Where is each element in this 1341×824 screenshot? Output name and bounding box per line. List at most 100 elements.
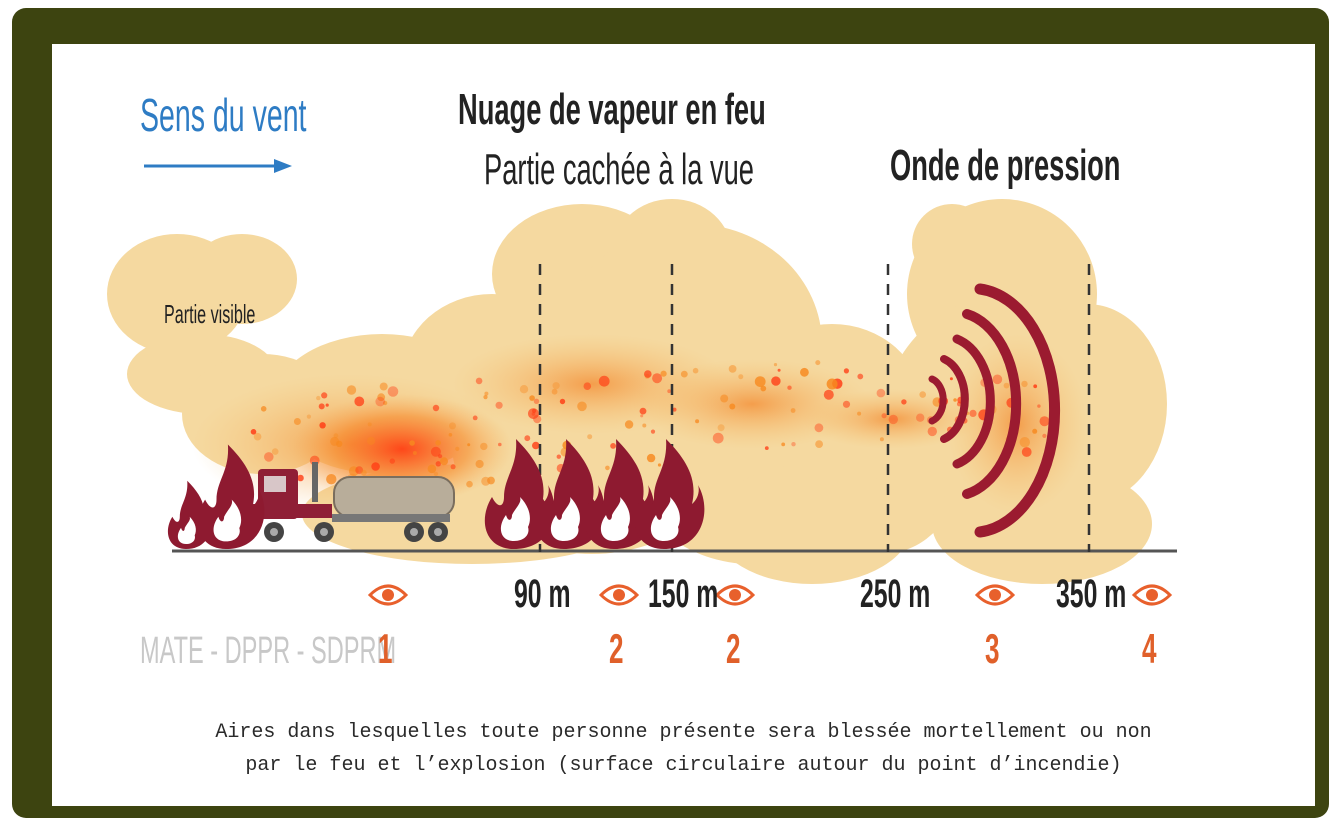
spark bbox=[843, 368, 850, 374]
spark bbox=[367, 436, 376, 445]
spark bbox=[433, 471, 439, 477]
spark bbox=[1037, 404, 1041, 408]
spark bbox=[375, 396, 386, 407]
spark bbox=[842, 400, 851, 408]
spark bbox=[728, 365, 737, 373]
spark bbox=[412, 451, 417, 455]
eye-icon bbox=[1131, 584, 1173, 606]
spark bbox=[660, 370, 667, 377]
spark bbox=[524, 435, 531, 442]
spark bbox=[1039, 416, 1050, 427]
spark bbox=[495, 401, 503, 409]
spark bbox=[271, 448, 279, 455]
spark bbox=[729, 403, 736, 410]
spark bbox=[483, 395, 488, 400]
spark bbox=[646, 453, 656, 463]
distance-350m: 350 m bbox=[1056, 572, 1127, 616]
distance-250m: 250 m bbox=[860, 572, 931, 616]
spark bbox=[360, 469, 367, 476]
spark bbox=[760, 385, 767, 392]
spark bbox=[916, 413, 925, 422]
caption-line-1: Aires dans lesquelles toute personne pré… bbox=[215, 721, 1152, 744]
spark bbox=[330, 436, 340, 446]
zone-number-2a: 2 bbox=[609, 625, 624, 672]
outer-frame: Sens du vent Nuage de vapeur en feu Part… bbox=[12, 8, 1329, 818]
eye-icon bbox=[367, 584, 409, 606]
spark bbox=[528, 408, 539, 419]
spark bbox=[879, 437, 884, 442]
visible-part-label: Partie visible bbox=[164, 299, 256, 329]
spark bbox=[475, 459, 484, 469]
spark bbox=[738, 374, 744, 380]
spark bbox=[919, 391, 926, 398]
spark bbox=[1003, 382, 1010, 389]
spark bbox=[346, 385, 357, 395]
flame-icon bbox=[634, 439, 705, 549]
spark bbox=[692, 367, 699, 374]
spark bbox=[435, 440, 441, 446]
spark bbox=[1032, 428, 1038, 434]
spark bbox=[264, 452, 274, 462]
spark bbox=[791, 442, 796, 447]
spark bbox=[354, 396, 365, 407]
spark bbox=[253, 432, 262, 441]
spark bbox=[598, 375, 610, 387]
spark bbox=[1042, 433, 1047, 438]
spark bbox=[533, 415, 542, 424]
spark bbox=[680, 370, 688, 378]
spark bbox=[409, 440, 415, 446]
spark bbox=[466, 480, 473, 488]
spark bbox=[355, 466, 364, 474]
spark bbox=[639, 407, 647, 415]
spark bbox=[498, 442, 502, 447]
spark bbox=[467, 443, 471, 447]
spark bbox=[475, 377, 483, 385]
distance-150m: 150 m bbox=[648, 572, 719, 616]
spark bbox=[556, 454, 561, 459]
spark bbox=[764, 446, 769, 450]
pressure-wave-icon bbox=[928, 283, 1061, 538]
spark bbox=[1033, 384, 1038, 389]
spark bbox=[382, 400, 388, 406]
spark bbox=[387, 386, 399, 397]
cloud-title: Nuage de vapeur en feu bbox=[458, 85, 766, 134]
zone-number-1: 1 bbox=[378, 625, 393, 672]
eye-icon bbox=[714, 584, 756, 606]
spark bbox=[435, 461, 441, 467]
spark bbox=[440, 457, 448, 466]
spark bbox=[260, 406, 267, 412]
spark bbox=[551, 388, 558, 395]
spark bbox=[519, 385, 529, 394]
wind-arrow-icon bbox=[144, 159, 292, 173]
spark bbox=[480, 442, 488, 451]
spark bbox=[1021, 380, 1028, 388]
spark bbox=[450, 464, 456, 470]
spark bbox=[857, 373, 864, 380]
spark bbox=[389, 458, 395, 464]
pressure-title: Onde de pression bbox=[890, 141, 1121, 190]
distance-90m: 90 m bbox=[514, 572, 571, 616]
spark bbox=[577, 401, 587, 412]
zone-number-2b: 2 bbox=[726, 625, 741, 672]
spark bbox=[652, 373, 663, 384]
spark bbox=[293, 418, 301, 425]
spark bbox=[717, 424, 725, 432]
spark bbox=[667, 389, 672, 394]
spark bbox=[773, 363, 778, 367]
flame-icon bbox=[198, 444, 265, 549]
eye-icon bbox=[974, 584, 1016, 606]
spark bbox=[250, 429, 257, 435]
spark bbox=[325, 403, 329, 407]
spark bbox=[888, 414, 898, 425]
spark bbox=[657, 463, 662, 467]
spark bbox=[650, 429, 656, 434]
spark bbox=[367, 422, 372, 427]
spark bbox=[484, 391, 489, 396]
spark bbox=[992, 374, 1003, 385]
spark bbox=[610, 443, 616, 449]
spark bbox=[781, 442, 786, 447]
spark bbox=[432, 404, 440, 412]
spark bbox=[1019, 437, 1030, 448]
source-credit: MATE - DPPR - SDPRM bbox=[140, 630, 397, 672]
spark bbox=[529, 395, 535, 401]
